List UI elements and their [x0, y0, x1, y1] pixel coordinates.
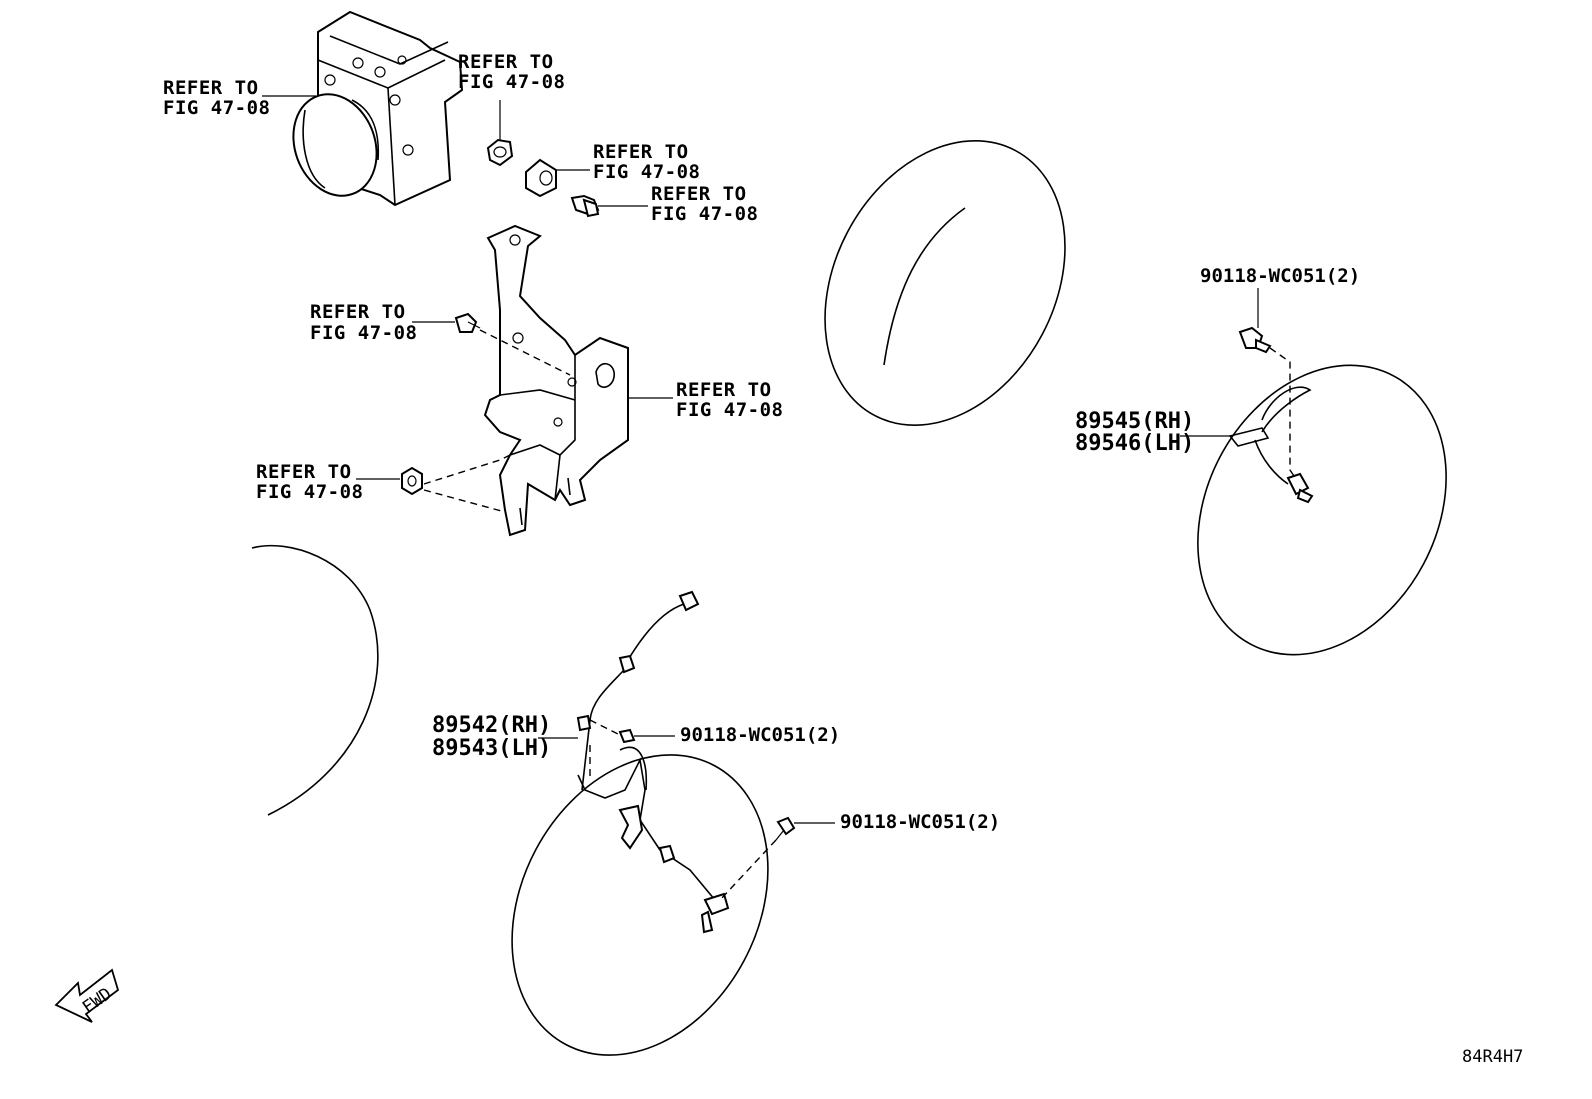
front-sensor-part-number-lh: 89543(LH)	[432, 736, 551, 761]
bracket-bolt-label-line1: REFER TO	[310, 301, 406, 323]
cap-part[interactable]	[486, 138, 514, 167]
flange-bolt-label-line2: FIG 47-08	[651, 203, 758, 225]
flange-bolt-label-line1: REFER TO	[651, 183, 747, 205]
front-sensor-part-number-rh: 89542(RH)	[432, 713, 551, 738]
flange-bolt-part[interactable]	[570, 194, 600, 218]
bracket-nut-part[interactable]	[401, 466, 423, 496]
bracket-nut-label-line2: FIG 47-08	[256, 481, 363, 503]
rear-sensor-part-number-rh: 89545(RH)	[1075, 409, 1194, 434]
wheel-outline-rear	[1197, 364, 1447, 656]
wheel-outline-left	[251, 544, 379, 816]
bracket-bolt-label-line2: FIG 47-08	[310, 322, 417, 344]
front-clip-bolt-part-number: 90118-WC051(2)	[680, 724, 840, 746]
grommet-label-line2: FIG 47-08	[593, 161, 700, 183]
diagram-code: 84R4H7	[1462, 1047, 1523, 1067]
cap-label-line2: FIG 47-08	[458, 71, 565, 93]
abs-bracket[interactable]	[483, 224, 629, 537]
front-sensor-bolt[interactable]	[775, 816, 796, 841]
front-wheel-speed-sensor[interactable]	[576, 590, 730, 934]
rear-bolt-part-number: 90118-WC051(2)	[1200, 265, 1360, 287]
rear-sensor-part-number-lh: 89546(LH)	[1075, 431, 1194, 456]
front-sensor-bolt-part-number: 90118-WC051(2)	[840, 811, 1000, 833]
bracket-bolt-part[interactable]	[454, 312, 481, 333]
abs-unit-label-line2: FIG 47-08	[163, 97, 270, 119]
front-clip-bolt[interactable]	[618, 728, 636, 744]
rear-sensor-bolt[interactable]	[1238, 326, 1272, 354]
bracket-nut-label-line1: REFER TO	[256, 461, 352, 483]
rear-wheel-speed-sensor[interactable]	[1228, 386, 1314, 504]
fwd-arrow-icon: FWD	[54, 968, 120, 1023]
wheel-outline-upper	[824, 140, 1066, 426]
abs-unit-label-line1: REFER TO	[163, 77, 259, 99]
abs-actuator[interactable]	[280, 10, 464, 208]
cap-label-line1: REFER TO	[458, 51, 554, 73]
grommet-part[interactable]	[525, 158, 557, 198]
grommet-label-line1: REFER TO	[593, 141, 689, 163]
bracket-label-line1: REFER TO	[676, 379, 772, 401]
bracket-label-line2: FIG 47-08	[676, 399, 783, 421]
wheel-outline-front	[511, 754, 769, 1056]
